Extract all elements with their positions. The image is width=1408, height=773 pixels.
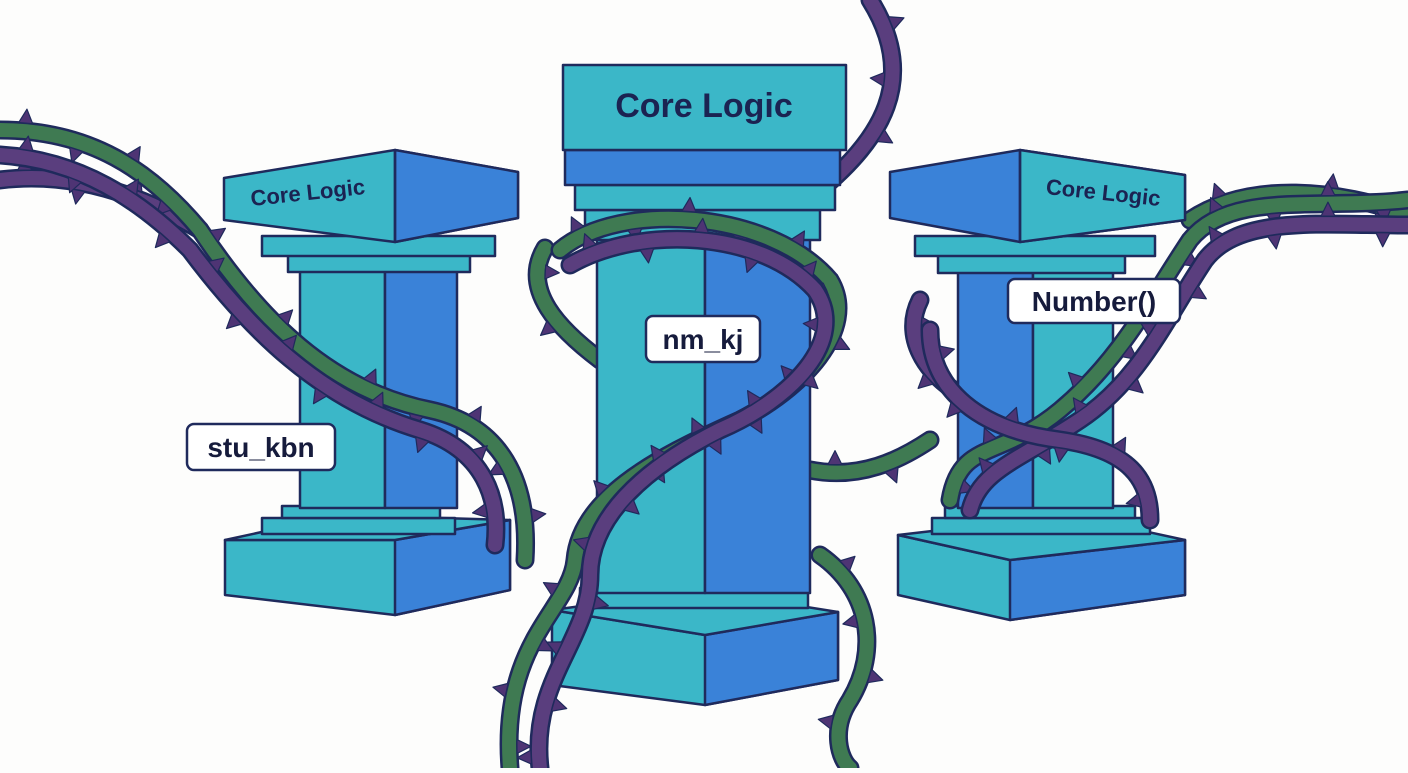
thorn bbox=[490, 679, 509, 698]
thorn bbox=[840, 613, 859, 632]
pillar-center-title: Core Logic bbox=[615, 87, 793, 125]
vine-stem bbox=[803, 433, 937, 480]
thorn bbox=[544, 264, 561, 281]
thorn bbox=[816, 711, 835, 730]
label-number-fn-text: Number() bbox=[1032, 286, 1156, 317]
label-stu-kbn-text: stu_kbn bbox=[207, 432, 314, 463]
vine-stem bbox=[530, 241, 607, 367]
thorn bbox=[550, 697, 570, 716]
pillar-right bbox=[888, 148, 1187, 622]
vine-stem bbox=[923, 323, 1157, 527]
thorn bbox=[869, 70, 886, 87]
vine-stem bbox=[813, 548, 874, 773]
thorn bbox=[827, 449, 843, 466]
vine-stem bbox=[813, 0, 900, 197]
thorn bbox=[470, 503, 489, 521]
thorn bbox=[1375, 232, 1391, 248]
thorn bbox=[938, 341, 957, 361]
vines-front bbox=[0, 107, 1408, 773]
label-number-fn: Number() bbox=[1006, 277, 1182, 325]
label-nm-kj-text: nm_kj bbox=[663, 324, 744, 355]
thorn bbox=[530, 506, 548, 524]
vine-stem bbox=[531, 232, 833, 773]
vine-stem bbox=[0, 148, 503, 552]
label-nm-kj: nm_kj bbox=[644, 314, 762, 364]
label-stu-kbn: stu_kbn bbox=[185, 422, 337, 472]
vine-stem bbox=[963, 217, 1408, 517]
thorn bbox=[1266, 233, 1284, 251]
thorn bbox=[18, 107, 35, 125]
